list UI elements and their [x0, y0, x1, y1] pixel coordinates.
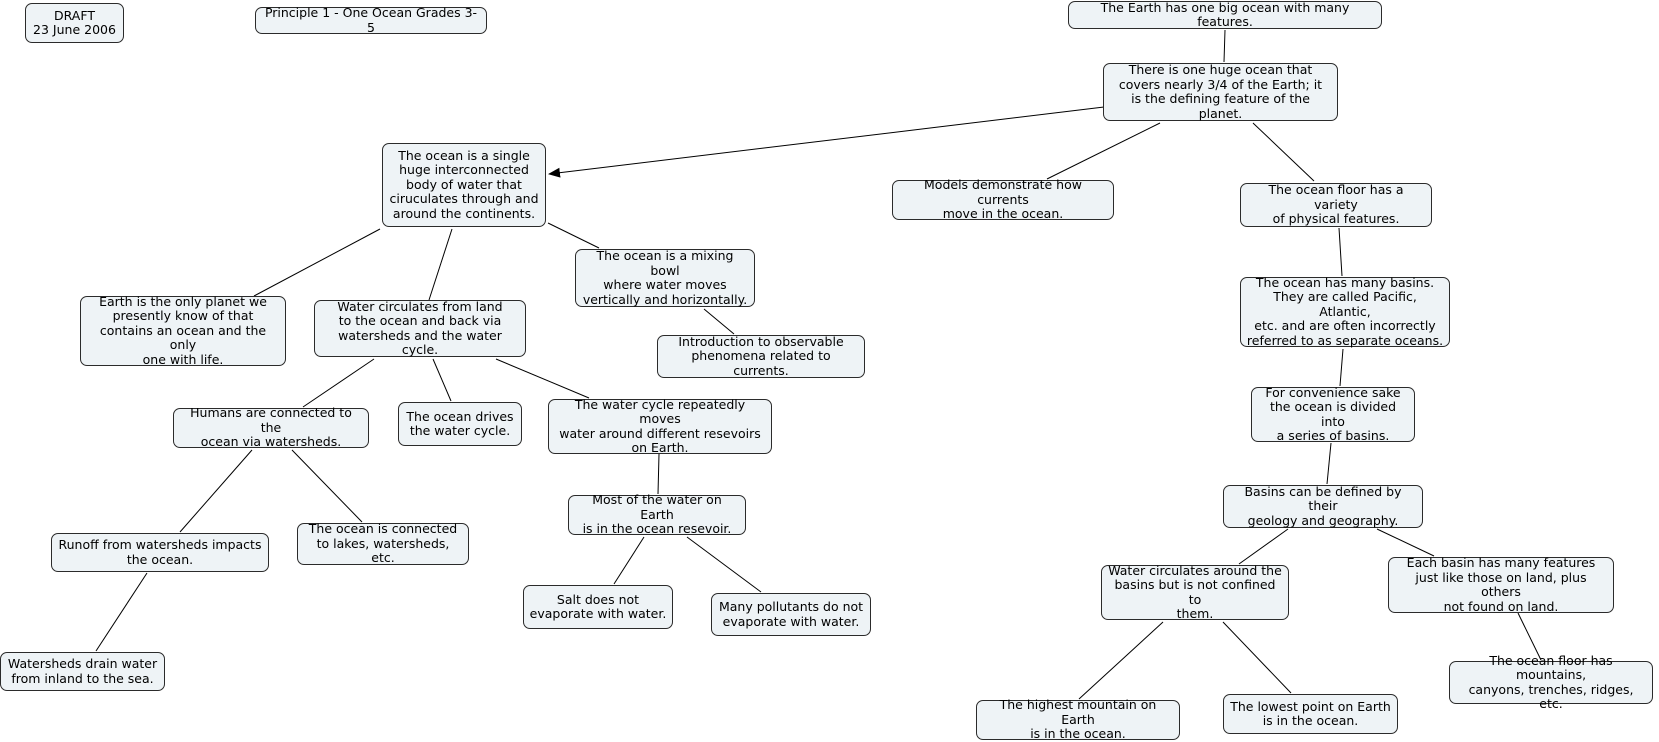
- concept-node-salt: Salt does not evaporate with water.: [523, 585, 673, 629]
- concept-node-water-circulates-land: Water circulates from land to the ocean …: [314, 299, 526, 357]
- connector-line: [1326, 442, 1332, 485]
- map-title-node: Principle 1 - One Ocean Grades 3-5: [255, 5, 487, 34]
- concept-node-pollutants: Many pollutants do not evaporate with wa…: [711, 593, 871, 636]
- concept-node-only-planet: Earth is the only planet we presently kn…: [80, 294, 286, 367]
- connector-line: [291, 449, 363, 523]
- connector-line: [613, 536, 645, 585]
- connector-line: [1252, 122, 1315, 182]
- concept-node-humans-connected: Humans are connected to the ocean via wa…: [173, 406, 369, 449]
- connector-line: [495, 358, 590, 399]
- connector-line: [703, 308, 735, 335]
- concept-node-mixing-bowl: The ocean is a mixing bowl where water m…: [575, 248, 755, 307]
- concept-node-most-water: Most of the water on Earth is in the oce…: [568, 493, 746, 536]
- connector-line: [1517, 612, 1542, 661]
- connector-line: [302, 358, 375, 408]
- connector-line: [1222, 621, 1292, 694]
- concept-node-floor-variety: The ocean floor has a variety of physica…: [1240, 183, 1432, 227]
- connector-line: [1046, 122, 1161, 180]
- connector-line: [428, 228, 453, 301]
- connector-line: [179, 449, 253, 533]
- connector-line: [253, 228, 381, 297]
- concept-node-highest-mountain: The highest mountain on Earth is in the …: [976, 698, 1180, 741]
- connector-line: [1223, 29, 1226, 63]
- concept-node-water-cycle-moves: The water cycle repeatedly moves water a…: [548, 397, 772, 455]
- concept-node-one-huge-ocean: There is one huge ocean that covers near…: [1103, 62, 1338, 121]
- concept-node-drain: Watersheds drain water from inland to th…: [0, 652, 165, 691]
- concept-node-convenience: For convenience sake the ocean is divide…: [1251, 385, 1415, 443]
- concept-node-lakes: The ocean is connected to lakes, watersh…: [297, 522, 469, 565]
- connector-line: [1339, 348, 1344, 387]
- connector-line: [95, 572, 148, 652]
- connector-line: [1078, 621, 1164, 700]
- concept-node-runoff: Runoff from watersheds impacts the ocean…: [51, 533, 269, 572]
- concept-node-root: The Earth has one big ocean with many fe…: [1068, 0, 1382, 29]
- connector-line: [1238, 528, 1289, 565]
- concept-node-water-around-basins: Water circulates around the basins but i…: [1101, 563, 1289, 621]
- concept-node-single-body: The ocean is a single huge interconnecte…: [382, 143, 546, 227]
- concept-node-floor-features: The ocean floor has mountains, canyons, …: [1449, 653, 1653, 711]
- concept-node-each-basin: Each basin has many features just like t…: [1388, 555, 1614, 613]
- concept-node-drives-cycle: The ocean drives the water cycle.: [398, 402, 522, 446]
- connector-line: [657, 453, 660, 495]
- draft-date-label: DRAFT 23 June 2006: [25, 3, 124, 43]
- concept-node-intro-currents: Introduction to observable phenomena rel…: [657, 334, 865, 378]
- connector-line: [686, 536, 762, 593]
- connector-line: [1376, 528, 1435, 557]
- concept-node-many-basins: The ocean has many basins. They are call…: [1240, 275, 1450, 348]
- concept-node-models: Models demonstrate how currents move in …: [892, 178, 1114, 221]
- connector-arrow: [548, 106, 1105, 178]
- connector-line: [1338, 227, 1343, 277]
- connector-line: [432, 358, 452, 402]
- connector-line: [547, 222, 600, 249]
- concept-node-lowest-point: The lowest point on Earth is in the ocea…: [1223, 694, 1398, 734]
- concept-node-basins-defined: Basins can be defined by their geology a…: [1223, 484, 1423, 528]
